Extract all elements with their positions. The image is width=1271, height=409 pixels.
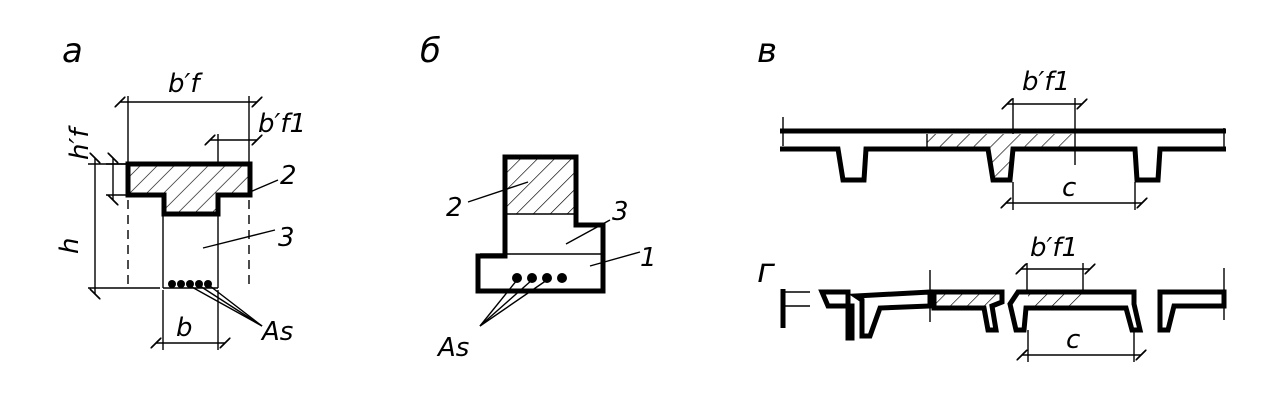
trough-panel-1-right-g [848, 289, 933, 339]
panel-a: а As b′f [55, 31, 306, 350]
hatch-right-g [1028, 293, 1083, 306]
rebar-dot [542, 273, 552, 283]
rebar-dot [186, 280, 194, 288]
rebar-label-b: As [436, 333, 469, 363]
dim-label-h: h [55, 238, 85, 254]
trough-panel-1-left-g [818, 289, 855, 341]
panel-b-label: б [420, 31, 441, 71]
dim-label-c-v: c [1062, 173, 1076, 203]
trough-panel-4-g [1157, 289, 1227, 333]
panel-g-label: г [757, 251, 776, 291]
callout-2-a: 2 [280, 161, 297, 191]
callout-1-b: 1 [640, 243, 657, 273]
callout-2-b: 2 [446, 193, 463, 223]
rebar-leaders-b [479, 279, 548, 327]
callout-3-a: 3 [278, 223, 295, 253]
dim-label-hf: h′f [65, 125, 95, 160]
trough-panel-3-g [1007, 289, 1144, 333]
rib-hatch-v [990, 148, 1012, 180]
dim-label-bf1-v: b′f1 [1022, 67, 1070, 97]
dim-label-bf: b′f [168, 69, 203, 99]
rebar-dot [557, 273, 567, 283]
leader-3-b [565, 219, 611, 245]
dim-label-bf1-a: b′f1 [258, 109, 306, 139]
hatch-left-g [935, 293, 1000, 306]
panel-b: б As 2 3 1 [420, 31, 657, 363]
dim-label-bf1-g: b′f1 [1030, 233, 1078, 263]
section-outline-b [475, 154, 606, 294]
compressed-zone-hatch-a [130, 166, 248, 212]
dim-label-b: b [176, 313, 193, 343]
leader-2-a [249, 179, 279, 193]
rebar-dot [168, 280, 176, 288]
compressed-zone-hatch-b [507, 159, 574, 214]
trough-panel-2-g [931, 289, 1005, 333]
panel-g: г b′f1 c [757, 233, 1227, 362]
rebar-label-a: As [260, 317, 293, 347]
dim-label-c-g: c [1066, 325, 1080, 355]
rebar-leaders-a [189, 285, 263, 327]
panel-a-label: а [62, 31, 83, 71]
panel-v: в b′f1 c [757, 31, 1226, 210]
slab-bottom-ribs-v [780, 146, 1226, 183]
rebar-dot [512, 273, 522, 283]
rebar-group-b [512, 273, 567, 283]
leader-3-a [202, 229, 276, 249]
callout-3-b: 3 [612, 197, 629, 227]
panel-v-label: в [757, 31, 777, 71]
leader-2-b [467, 181, 529, 203]
compressed-zone-hatch-v [927, 134, 1075, 148]
leader-1-b [589, 251, 641, 267]
rebar-dot [177, 280, 185, 288]
rebar-dot [527, 273, 537, 283]
